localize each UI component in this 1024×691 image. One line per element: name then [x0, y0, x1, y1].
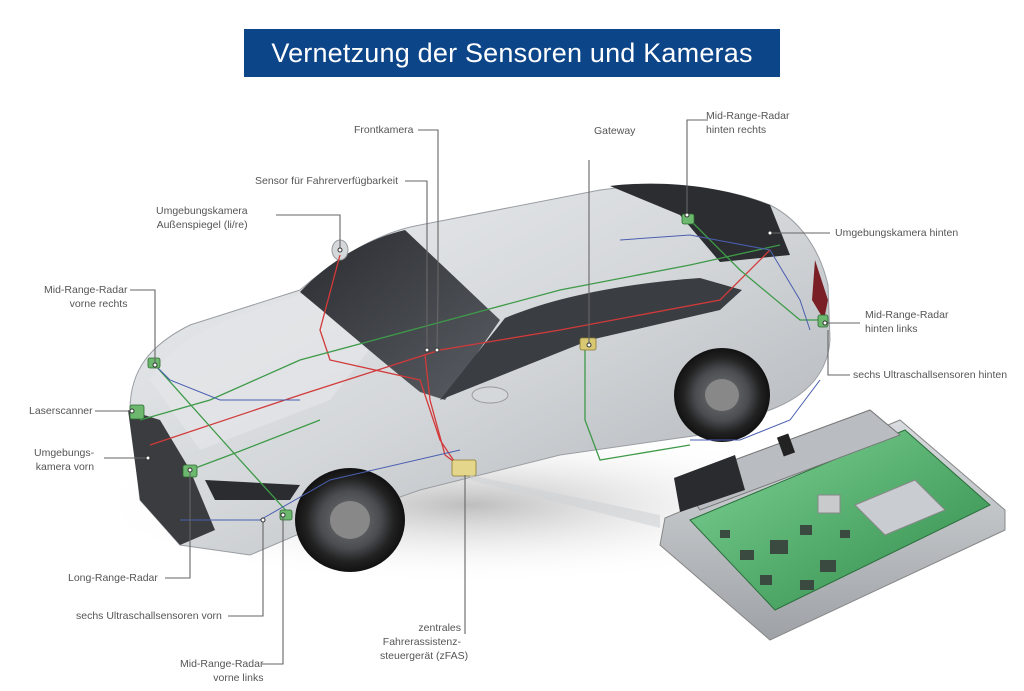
label-long-range-radar: Long-Range-Radar [68, 572, 158, 584]
zoom-beam [470, 475, 660, 528]
label-frontkamera: Frontkamera [354, 124, 414, 136]
label-sensor-fahrerverfuegbarkeit: Sensor für Fahrerverfügbarkeit [255, 175, 398, 187]
label-mid-range-radar-hinten-rechts: Mid-Range-Radar hinten rechts [706, 110, 790, 136]
wiring-blue [149, 234, 821, 521]
rear-window [610, 183, 790, 262]
label-zfas: zentrales Fahrerassistenz- steuergerät (… [380, 622, 469, 662]
wiring-green [139, 219, 825, 516]
zfas-module [451, 459, 477, 477]
front-grille [128, 410, 215, 545]
zfas-control-unit [659, 409, 1006, 641]
label-umgebungskamera-vorn: Umgebungs- kamera vorn [34, 447, 95, 473]
label-umgebungskamera-aussenspiegel: Umgebungskamera Außenspiegel (li/re) [156, 205, 248, 231]
label-laserscanner: Laserscanner [29, 405, 93, 417]
title-text: Vernetzung der Sensoren und Kameras [271, 37, 753, 68]
label-ultraschall-vorn: sechs Ultraschallsensoren vorn [76, 610, 222, 622]
label-mid-range-radar-vorne-rechts: Mid-Range-Radar vorne rechts [44, 284, 128, 310]
side-mirror [471, 386, 509, 404]
windshield [300, 230, 500, 400]
leader-dots [129, 212, 828, 523]
label-mid-range-radar-hinten-links: Mid-Range-Radar hinten links [865, 309, 949, 335]
label-ultraschall-hinten: sechs Ultraschallsensoren hinten [853, 369, 1008, 381]
label-mid-range-radar-vorne-links: Mid-Range-Radar vorne links [180, 658, 264, 684]
leader-lines [95, 119, 860, 665]
label-gateway: Gateway [594, 125, 636, 137]
label-umgebungskamera-hinten: Umgebungskamera hinten [835, 227, 959, 239]
title-banner: Vernetzung der Sensoren und Kameras [244, 29, 780, 77]
